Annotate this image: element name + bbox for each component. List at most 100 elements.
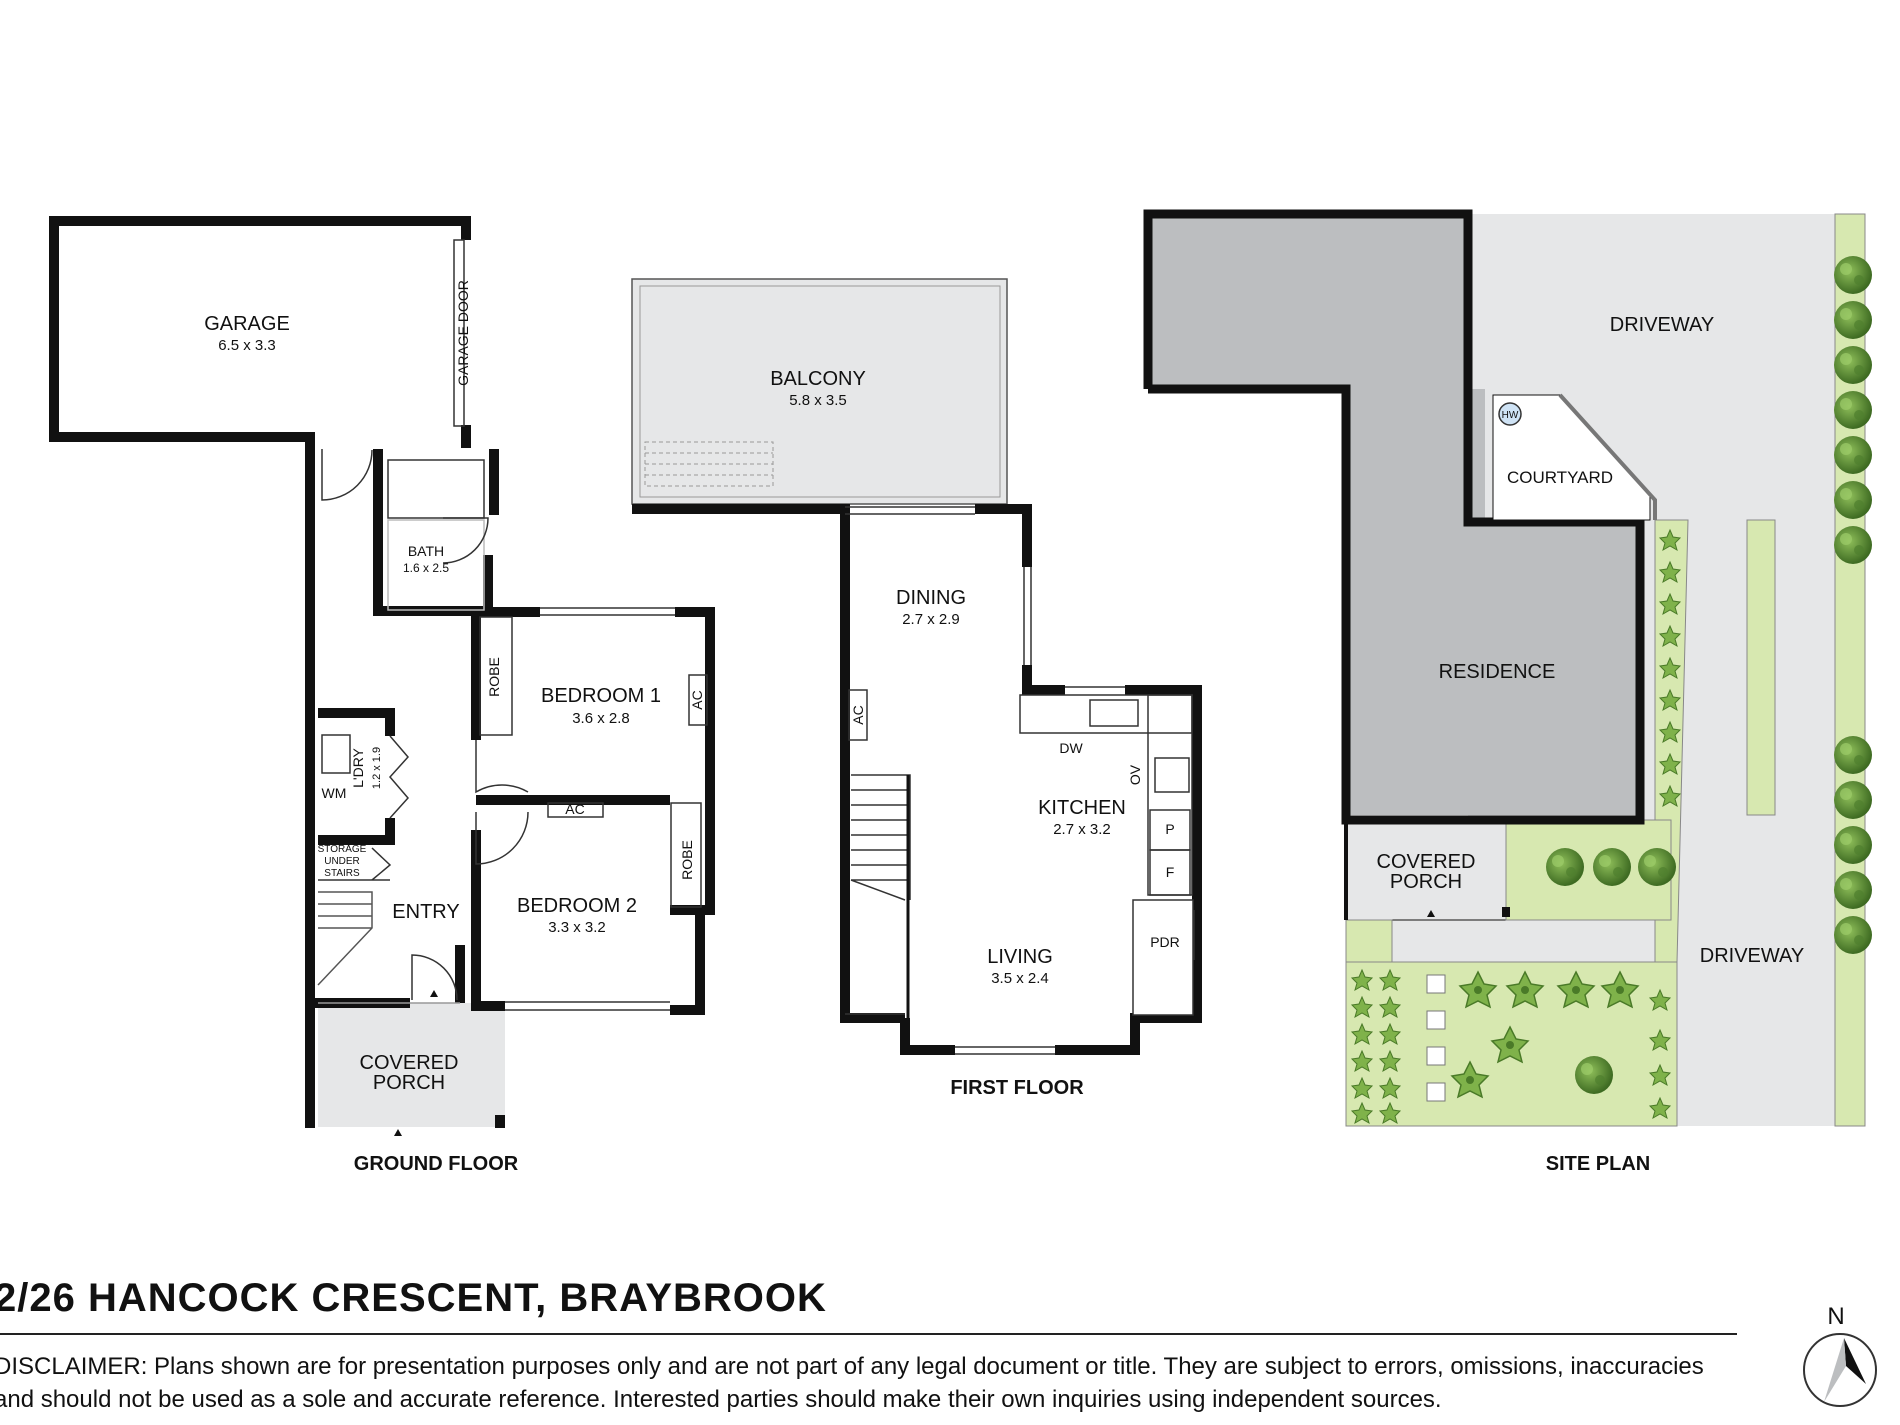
kitchen-dims: 2.7 x 3.2: [1053, 821, 1111, 838]
first-floor-caption: FIRST FLOOR: [950, 1077, 1084, 1099]
garage-entry-door: [321, 449, 373, 501]
side-lawn: [1345, 919, 1393, 963]
laundry-doors: [389, 735, 409, 819]
first-floor-wall-kitchen: [1022, 665, 1065, 695]
garage-dims: 6.5 x 3.3: [218, 337, 276, 354]
dining-label: DINING: [896, 587, 966, 609]
bath-floor-tiles: [387, 519, 485, 611]
bath-dims: 1.6 x 2.5: [403, 561, 449, 575]
garage-door-frame: [453, 239, 465, 427]
bedroom2-dims: 3.3 x 3.2: [548, 919, 606, 936]
bath-door: [442, 517, 489, 564]
entry-label: ENTRY: [392, 901, 459, 923]
first-floor-stairs: [850, 774, 911, 901]
stepping-stones: [1426, 974, 1446, 1102]
balcony-dims: 5.8 x 3.5: [789, 392, 847, 409]
first-floor-wall-bottom: [900, 1018, 955, 1055]
laundry-tub: [321, 734, 351, 774]
storage-label-1: STORAGE: [318, 844, 367, 855]
ground-front-entry-arrow: [430, 990, 438, 997]
residence-walls: [1143, 209, 1645, 825]
first-floor-wall-left: [632, 504, 905, 1023]
laundry-wall-lower: [318, 818, 395, 845]
driveway-top-label: DRIVEWAY: [1610, 314, 1714, 336]
center-lawn-strip: [1746, 519, 1776, 816]
storage-door: [371, 847, 392, 881]
ground-covered-porch-area: [318, 1003, 505, 1127]
property-address: 2/26 HANCOCK CRESCENT, BRAYBROOK: [0, 1276, 827, 1320]
balcony-steps: [644, 441, 774, 487]
wm-label: WM: [322, 785, 347, 801]
path-area: [1392, 920, 1677, 962]
dw-label: DW: [1059, 740, 1083, 756]
ac1-label: AC: [689, 690, 705, 709]
pdr-room: [1132, 899, 1194, 1016]
laundry-dims: 1.2 x 1.9: [371, 747, 383, 789]
living-dims: 3.5 x 2.4: [991, 970, 1049, 987]
courtyard-area: [1492, 394, 1651, 521]
dining-dims: 2.7 x 2.9: [902, 611, 960, 628]
bedroom2-label: BEDROOM 2: [517, 895, 637, 917]
pdr-label: PDR: [1150, 934, 1180, 950]
site-plan-caption: SITE PLAN: [1546, 1153, 1650, 1175]
balcony-area: [631, 278, 1008, 505]
storage-label-3: STAIRS: [324, 868, 360, 879]
bedroom2-wall-right: [670, 910, 705, 1015]
storage-label-2: UNDER: [324, 856, 360, 867]
laundry-label: L'DRY: [350, 747, 366, 787]
front-door: [411, 954, 458, 1001]
address-divider: [0, 1333, 1737, 1335]
pantry-label: P: [1165, 821, 1174, 837]
robe1-label: ROBE: [486, 657, 502, 697]
courtyard-label: COURTYARD: [1507, 468, 1613, 487]
living-label: LIVING: [987, 946, 1053, 968]
ov-label: OV: [1127, 764, 1143, 785]
ground-porch-label-1: COVERED: [360, 1052, 459, 1074]
ground-porch-entry-arrow: [394, 1129, 402, 1136]
first-ac-label: AC: [850, 705, 866, 724]
site-plan: DRIVEWAY HW COURTYARD RESIDENCE COVERED …: [1143, 209, 1872, 1175]
ac2-box: [547, 802, 604, 818]
balcony-label: BALCONY: [770, 368, 866, 390]
ground-floor-plan: GARAGE 6.5 x 3.3 GARAGE DOOR BATH 1.6 x …: [49, 216, 715, 1175]
first-floor-plan: BALCONY 5.8 x 3.5 DINING 2.7 x 2.9 AC DW…: [631, 278, 1202, 1099]
kitchen-label: KITCHEN: [1038, 797, 1126, 819]
residence-footprint: [1148, 214, 1640, 815]
porch-paving: [1345, 819, 1507, 921]
garage-wall: [49, 216, 466, 1128]
hw-label: HW: [1502, 410, 1519, 421]
north-compass-icon: N: [1803, 1303, 1877, 1407]
first-ac-box: [848, 689, 868, 741]
courtyard-fence: [1558, 393, 1657, 520]
robe2-label: ROBE: [679, 840, 695, 880]
disclaimer-text: DISCLAIMER: Plans shown are for presenta…: [0, 1353, 1704, 1413]
bedroom1-wall-top-right: [670, 607, 715, 915]
bath-shower: [387, 459, 485, 519]
site-porch-label-1: COVERED: [1377, 851, 1476, 873]
laundry-wall: [318, 708, 395, 736]
bedroom1-door: [475, 740, 529, 794]
bedroom1-dims: 3.6 x 2.8: [572, 710, 630, 727]
ac1-box: [688, 674, 708, 726]
garage-label: GARAGE: [204, 313, 290, 335]
bedroom2-door: [475, 811, 529, 865]
residence-label: RESIDENCE: [1439, 661, 1556, 683]
bath-wall: [373, 449, 488, 616]
bath-label: BATH: [408, 543, 444, 559]
ground-porch-label-2: PORCH: [373, 1072, 445, 1094]
porch-post: [1502, 907, 1510, 917]
hot-water-unit: [1498, 402, 1522, 426]
fridge-box: [1149, 849, 1191, 896]
fridge-label: F: [1166, 864, 1175, 880]
robe1-frame: [479, 616, 513, 736]
site-porch-label-2: PORCH: [1390, 871, 1462, 893]
kitchen-cooktop: [1154, 757, 1190, 793]
balcony-inner-outline: [639, 285, 1001, 498]
stairs-ground: [317, 891, 373, 986]
first-floor-wall-kitchen-right: [1055, 685, 1202, 1055]
ground-floor-caption: GROUND FLOOR: [354, 1153, 519, 1175]
bedroom2-wall: [471, 830, 505, 1011]
compass-north-label: N: [1827, 1303, 1844, 1330]
ac2-label: AC: [565, 801, 584, 817]
